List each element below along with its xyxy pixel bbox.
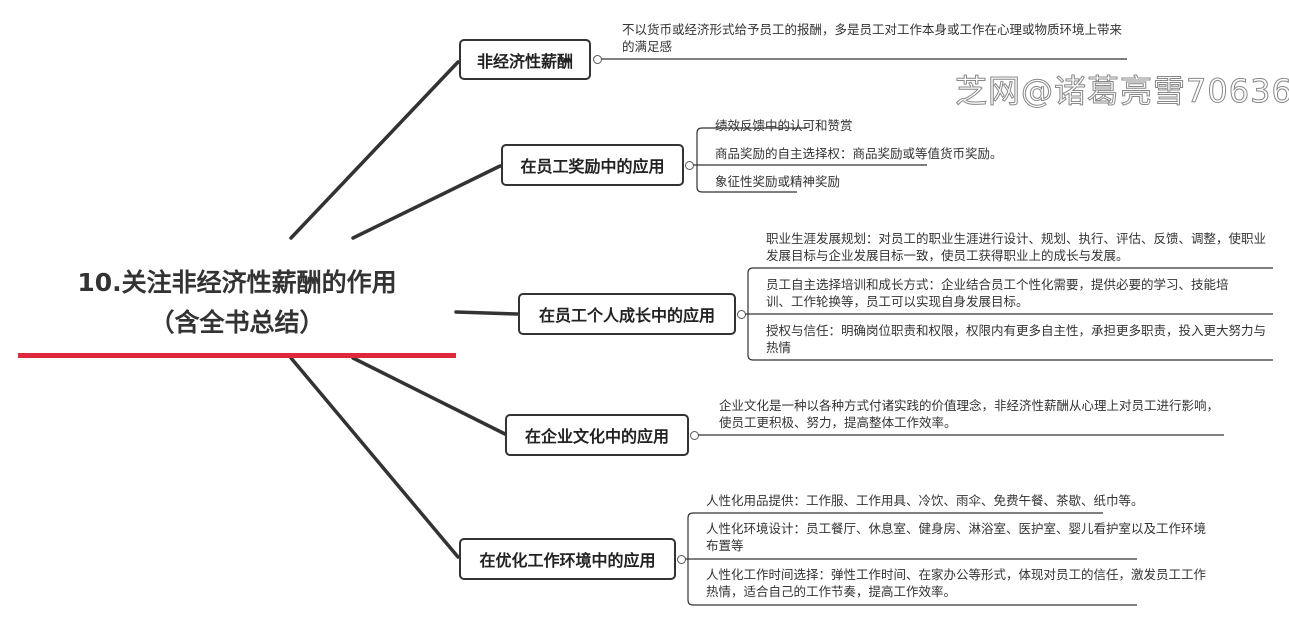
branch-corporate-culture[interactable]: 在企业文化中的应用 bbox=[505, 414, 689, 456]
leaf-item[interactable]: 人性化工作时间选择：弹性工作时间、在家办公等形式，体现对员工的信任，激发员工工作… bbox=[706, 567, 1207, 599]
leaf-item[interactable]: 员工自主选择培训和成长方式：企业结合员工个性化需要，提供必要的学习、技能培训、工… bbox=[766, 277, 1229, 309]
collapse-toggle[interactable] bbox=[690, 431, 699, 440]
leaf-item[interactable]: 绩效反馈中的认可和赞赏 bbox=[715, 118, 853, 133]
leaf-item[interactable]: 职业生涯发展规划：对员工的职业生涯进行设计、规划、执行、评估、反馈、调整，使职业… bbox=[766, 231, 1267, 263]
leaf-item[interactable]: 授权与信任：明确岗位职责和权限，权限内有更多自主性，承担更多职责，投入更大努力与… bbox=[766, 323, 1267, 355]
central-underline bbox=[18, 353, 456, 358]
branch-personal-growth[interactable]: 在员工个人成长中的应用 bbox=[518, 293, 736, 335]
collapse-toggle[interactable] bbox=[677, 555, 686, 564]
collapse-toggle[interactable] bbox=[593, 55, 602, 64]
central-topic-line2[interactable]: （含全书总结） bbox=[149, 308, 325, 337]
leaf-definition[interactable]: 不以货币或经济形式给予员工的报酬，多是员工对工作本身或工作在心理或物质环境上带来… bbox=[622, 22, 1123, 54]
branch-non-economic-pay[interactable]: 非经济性薪酬 bbox=[459, 39, 591, 80]
leaf-item[interactable]: 象征性奖励或精神奖励 bbox=[715, 174, 841, 189]
branch-employee-rewards[interactable]: 在员工奖励中的应用 bbox=[501, 144, 684, 186]
leaf-item[interactable]: 企业文化是一种以各种方式付诸实践的价值理念，非经济性薪酬从心理上对员工进行影响，… bbox=[719, 398, 1220, 430]
collapse-toggle[interactable] bbox=[737, 310, 746, 319]
leaf-item[interactable]: 商品奖励的自主选择权：商品奖励或等值货币奖励。 bbox=[715, 146, 1003, 161]
branch-work-environment[interactable]: 在优化工作环境中的应用 bbox=[459, 538, 676, 580]
leaf-item[interactable]: 人性化用品提供：工作服、工作用具、冷饮、雨伞、免费午餐、茶歇、纸巾等。 bbox=[706, 493, 1144, 508]
leaf-item[interactable]: 人性化环境设计：员工餐厅、休息室、健身房、淋浴室、医护室、婴儿看护室以及工作环境… bbox=[706, 521, 1207, 553]
collapse-toggle[interactable] bbox=[685, 161, 694, 170]
central-topic-line1[interactable]: 10.关注非经济性薪酬的作用 bbox=[77, 268, 397, 297]
watermark: 芝网@诸葛亮雪70636 bbox=[955, 72, 1289, 111]
